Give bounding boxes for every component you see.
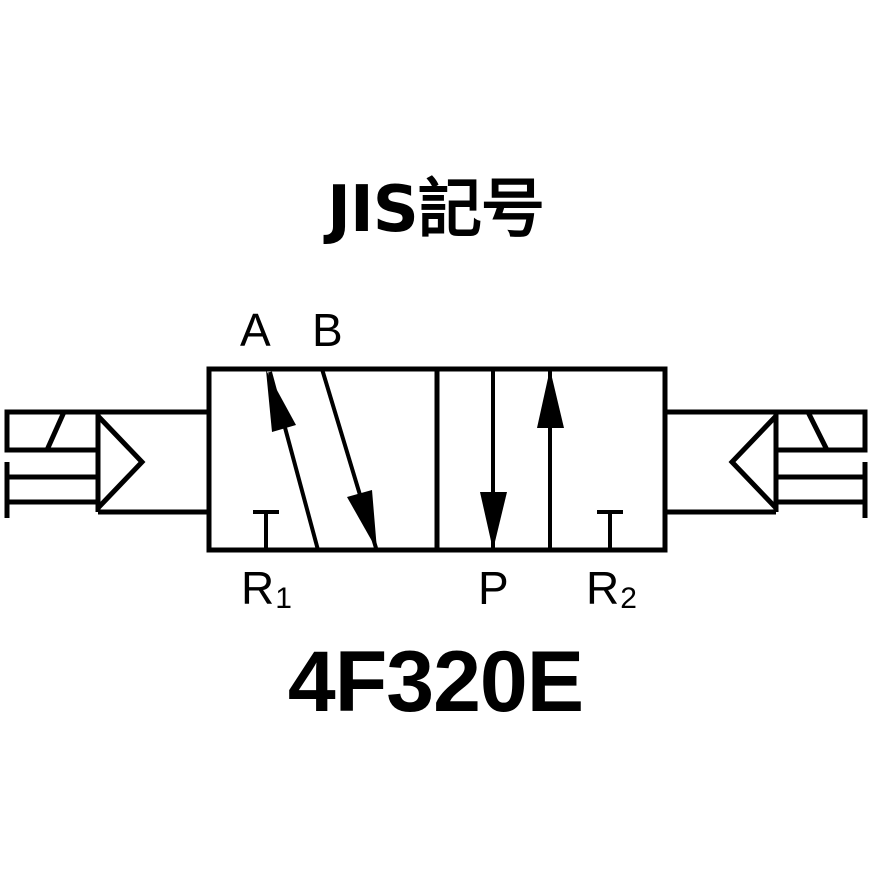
arrowhead-up (537, 369, 564, 428)
arrowhead-a-up (266, 370, 296, 432)
arrowhead-p-down (480, 492, 507, 550)
right-solenoid-actuator (728, 409, 868, 518)
diagram-title: JIS記号 (327, 173, 545, 247)
arrowhead-b-down (347, 490, 377, 550)
port-label-r2: R2 (586, 562, 637, 615)
port-label-p: P (478, 562, 509, 614)
left-solenoid-actuator (4, 409, 146, 518)
model-number: 4F320E (287, 634, 584, 730)
port-label-b: B (312, 304, 343, 356)
port-label-r1: R1 (241, 562, 292, 615)
port-label-a: A (240, 304, 271, 356)
